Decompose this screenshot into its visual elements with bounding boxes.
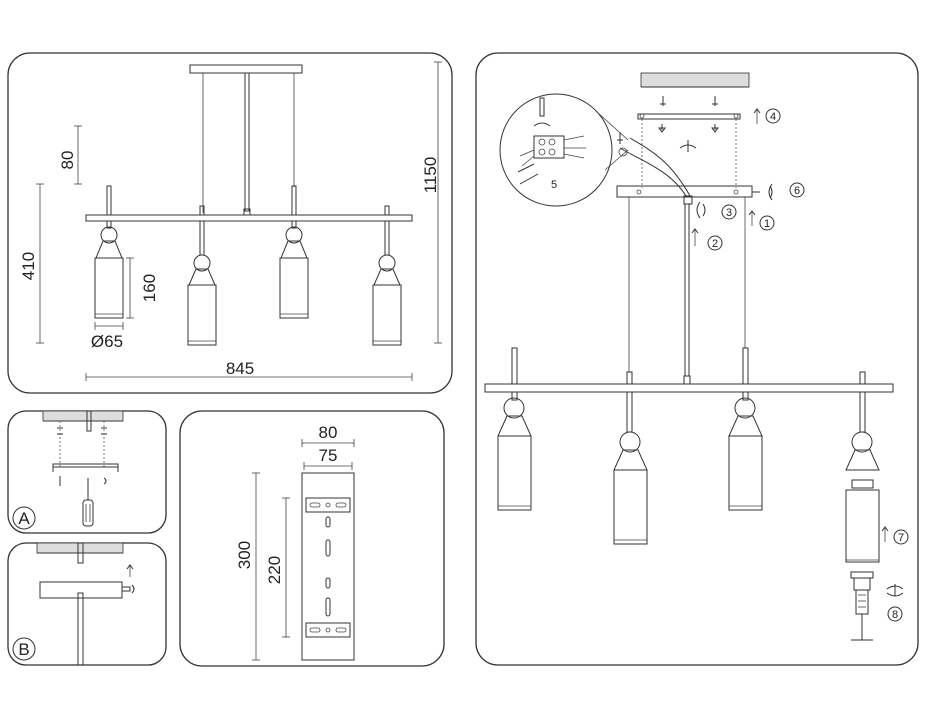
step-5-label: 5 — [551, 179, 557, 191]
pendant-shade-2 — [187, 254, 217, 346]
ceiling-plate — [637, 113, 741, 120]
tube-diameter-label: Ø65 — [91, 332, 123, 351]
step-2-label: 2 — [712, 238, 718, 250]
pendant-shade-1 — [94, 226, 124, 319]
light-bar — [85, 214, 413, 222]
panel-b — [7, 542, 167, 666]
pendant-shade-4 — [372, 254, 402, 346]
assembly-light-bar — [484, 383, 894, 393]
overall-width-label: 845 — [226, 359, 254, 378]
bracket-hole-spacing-label: 220 — [265, 556, 284, 584]
panel-b-label: B — [18, 640, 29, 659]
bracket-panel — [179, 410, 445, 667]
screwdriver-icon — [82, 478, 94, 527]
bracket-inner-width-label: 75 — [319, 446, 338, 465]
step-6-label: 6 — [794, 185, 800, 197]
step-7-label: 7 — [898, 532, 904, 544]
pendant-shade-3 — [279, 226, 309, 319]
overall-height-label: 1150 — [421, 157, 440, 194]
assembly-shade-1 — [497, 397, 532, 511]
assembly-shade-4-exploded — [845, 431, 880, 641]
assembly-shade-3 — [728, 397, 763, 511]
shade-height-label: 410 — [19, 252, 38, 280]
assembly-panel — [475, 52, 919, 666]
assembly-shade-2 — [613, 431, 648, 545]
terminal-block-detail — [499, 93, 613, 207]
bracket-length-label: 300 — [235, 541, 254, 569]
canopy-height-label: 80 — [58, 151, 77, 170]
tube-height-label: 160 — [140, 274, 159, 302]
step-3-label: 3 — [726, 207, 732, 219]
step-4-label: 4 — [770, 111, 776, 123]
mounting-bracket — [301, 472, 355, 661]
panel-a-label: A — [18, 509, 30, 528]
step-8-label: 8 — [892, 609, 898, 621]
bracket-outer-width-label: 80 — [319, 423, 338, 442]
step-1-label: 1 — [764, 218, 770, 230]
